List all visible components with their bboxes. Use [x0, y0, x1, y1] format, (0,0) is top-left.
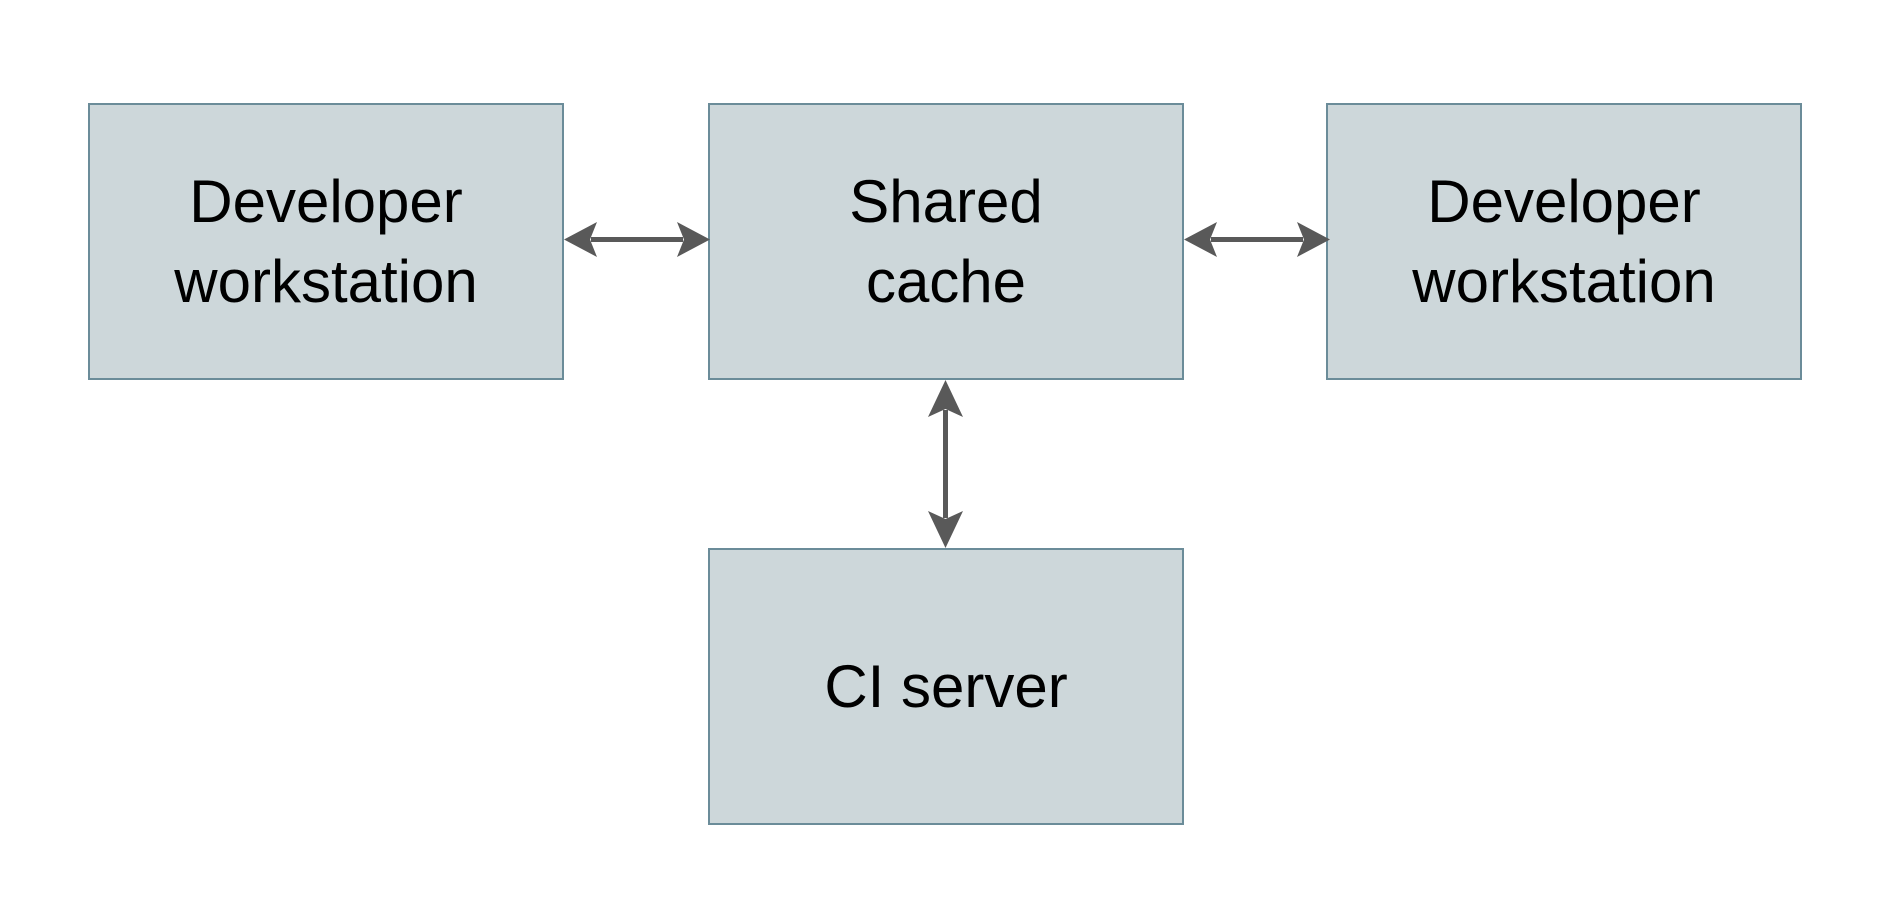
node-label: Shared cache — [849, 167, 1043, 315]
node-label: CI server — [824, 652, 1068, 720]
node-shared-cache[interactable]: Shared cache — [708, 103, 1184, 380]
node-developer-workstation-right[interactable]: Developer workstation — [1326, 103, 1802, 380]
node-ci-server[interactable]: CI server — [708, 548, 1184, 825]
edge-dev-left-to-shared-cache[interactable] — [564, 216, 710, 264]
edge-shared-cache-to-dev-right[interactable] — [1184, 216, 1330, 264]
node-label: Developer workstation — [1412, 167, 1716, 315]
node-label: Developer workstation — [174, 167, 478, 315]
edge-ci-server-to-shared-cache[interactable] — [922, 380, 970, 548]
node-developer-workstation-left[interactable]: Developer workstation — [88, 103, 564, 380]
